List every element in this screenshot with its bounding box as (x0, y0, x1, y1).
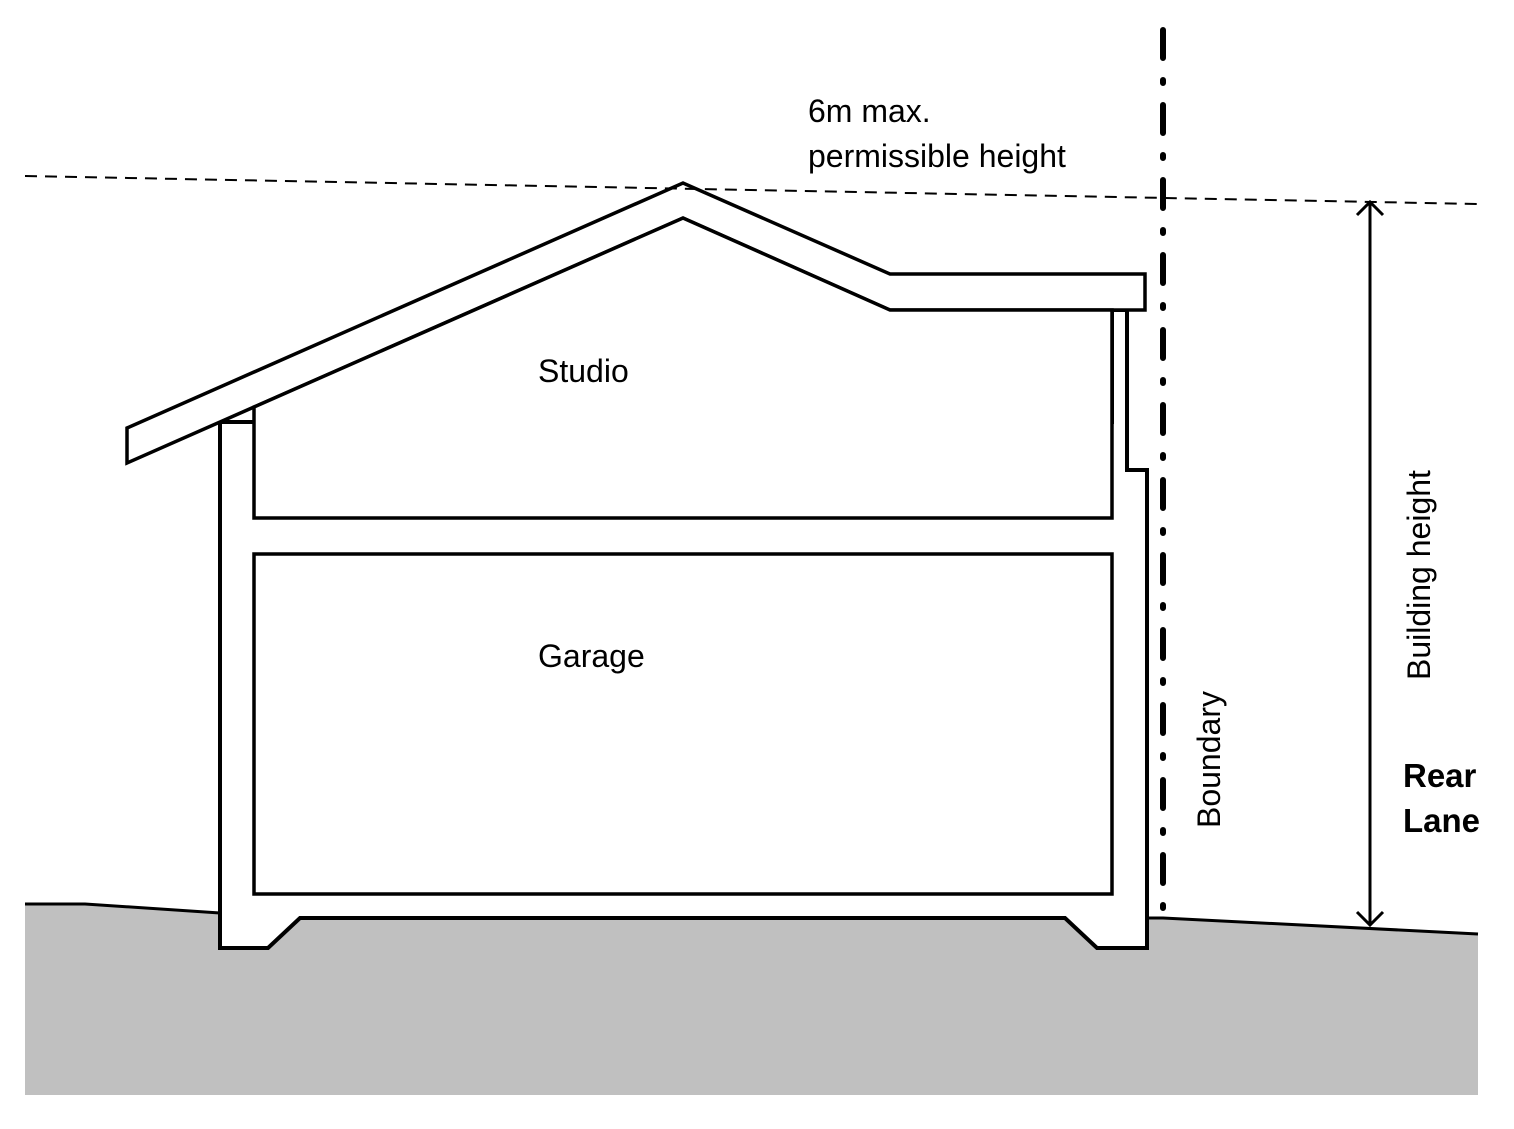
building-height-arrow (1355, 199, 1385, 928)
building-height-label: Building height (1401, 470, 1437, 680)
studio-room (252, 216, 1114, 520)
garage-room (252, 552, 1114, 896)
lane-label: Lane (1403, 802, 1480, 839)
boundary-label: Boundary (1191, 691, 1227, 828)
max-height-line (24, 175, 1479, 205)
studio-label: Studio (538, 353, 629, 389)
ground-line-left (25, 902, 221, 915)
rear-label: Rear (1403, 757, 1477, 794)
max-height-label-line1: 6m max. (808, 93, 931, 129)
max-height-label-line2: permissible height (808, 138, 1066, 174)
garage-label: Garage (538, 638, 645, 674)
ground-line-right (1147, 916, 1479, 936)
ground (25, 904, 1478, 1095)
